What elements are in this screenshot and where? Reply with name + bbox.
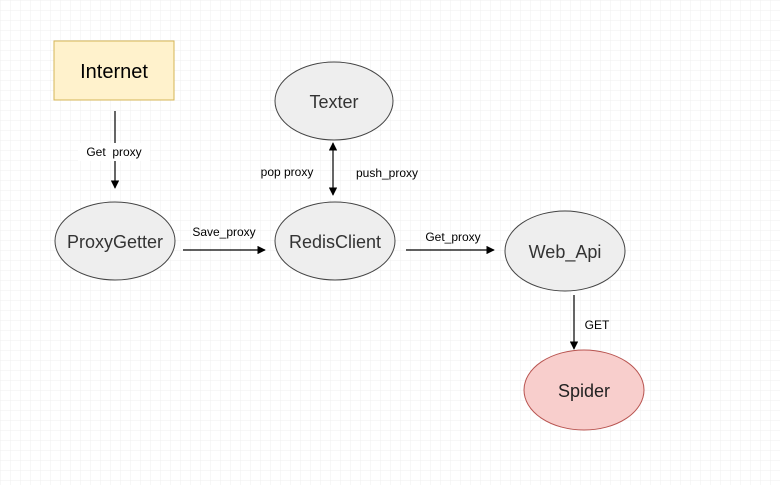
edge-label-pop-proxy: pop proxy (261, 165, 314, 179)
node-spider[interactable]: Spider (523, 349, 645, 431)
edge-label-push-proxy: push_proxy (356, 166, 418, 180)
node-proxy-getter-label: ProxyGetter (67, 232, 163, 252)
node-texter[interactable]: Texter (274, 61, 394, 141)
node-spider-label: Spider (558, 381, 610, 401)
edge-label-bg (78, 143, 150, 161)
node-redis-client[interactable]: RedisClient (274, 201, 396, 281)
node-texter-label: Texter (309, 92, 358, 112)
node-internet[interactable]: Internet (53, 40, 175, 101)
node-proxy-getter[interactable]: ProxyGetter (54, 201, 176, 281)
edge-label-get: GET (585, 318, 610, 332)
node-redis-client-label: RedisClient (289, 232, 381, 252)
edge-label-get-proxy-api: Get_proxy (425, 230, 480, 244)
node-web-api-label: Web_Api (529, 242, 602, 263)
edge-label-save-proxy: Save_proxy (192, 225, 255, 239)
node-internet-label: Internet (80, 61, 148, 83)
edge-label-get-proxy: Get proxy (86, 145, 141, 159)
node-web-api[interactable]: Web_Api (504, 210, 626, 292)
